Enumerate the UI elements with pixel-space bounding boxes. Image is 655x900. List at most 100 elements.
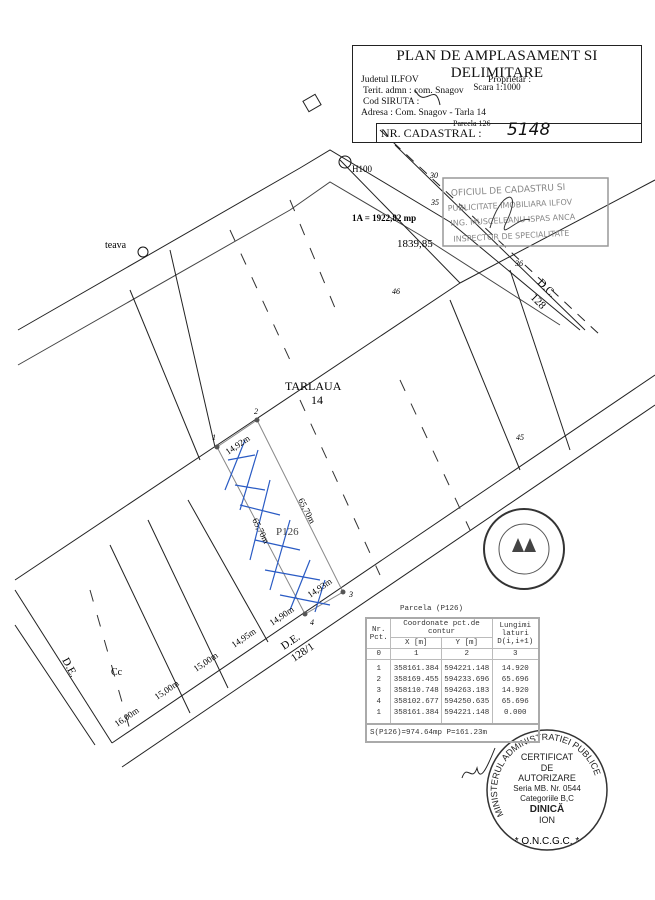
marker-label: 45 (516, 433, 524, 442)
h100-label: H100 (352, 164, 372, 174)
pt: 1 (365, 659, 392, 675)
pipe-icon (137, 246, 149, 258)
y: 594233.696 (440, 675, 493, 686)
cadastral-label: NR. CADASTRAL : (381, 126, 482, 140)
x: 358102.677 (390, 697, 442, 708)
cc-label: Cc (111, 667, 123, 678)
y: 594250.635 (440, 697, 493, 708)
de-road-line-2 (121, 404, 655, 768)
divider (449, 299, 521, 471)
point-label-3: 3 (348, 590, 353, 599)
signature-cadastral (414, 89, 441, 106)
plan-scale: Scara 1:1000 (473, 82, 521, 92)
d: 65.696 (491, 697, 540, 708)
point-marker-3 (340, 589, 346, 595)
divider (187, 499, 269, 643)
x: 358169.455 (390, 675, 442, 686)
point-marker-1 (214, 444, 220, 450)
pt: 4 (365, 697, 392, 708)
dim-width: 14,90m (268, 604, 296, 628)
coordinates-table: Parcela (P126) Nr. Pct. Coordonate pct.d… (365, 605, 540, 743)
stamp-line: PUBLICITATE IMOBILIARA ILFOV (447, 198, 572, 214)
marker-label: 46 (392, 287, 400, 296)
y: 594263.183 (440, 686, 493, 697)
d: 65.696 (491, 675, 540, 686)
col-index: 0 (365, 648, 392, 660)
agency-round-seal (483, 508, 565, 590)
col-index: 3 (491, 648, 540, 660)
county: Judetul ILFOV (361, 75, 419, 85)
siruta-code: Cod SIRUTA : (363, 97, 420, 107)
marker-label: 30 (429, 171, 438, 180)
de-left-line (14, 589, 113, 744)
stamp-line: INSPECTOR DE SPECIALITATE (453, 229, 569, 244)
title-block: PLAN DE AMPLASAMENT SI DELIMITARE Scara … (352, 45, 642, 143)
signature-inspector (489, 196, 531, 231)
divider (109, 544, 191, 714)
header-coords: Coordonate pct.de contur (390, 617, 493, 638)
cert-line: CERTIFICAT (520, 752, 574, 762)
area-label: 1A = 1922,82 mp (352, 213, 416, 223)
certificate-seal (486, 729, 608, 851)
x: 358161.384 (390, 659, 442, 675)
dc-road-line (379, 129, 601, 336)
h100-icon (338, 155, 352, 169)
header-length: Lungimi laturi D(i,i+1) (491, 617, 540, 649)
divider (169, 249, 216, 448)
cert-name: ION (538, 815, 555, 825)
cert-line: Seria MB. Nr. 0544 (513, 783, 581, 793)
pt: 2 (365, 675, 392, 686)
area-perimeter-summary: S(P126)=974.64mp P=161.23m (365, 723, 540, 743)
field-line-mid (459, 179, 655, 284)
tarlaua-label: TARLAUA (285, 379, 342, 393)
x: 358161.384 (390, 708, 442, 724)
dim-width: 16,00m (113, 705, 141, 729)
teava-label: teava (105, 240, 127, 251)
ocpi-stamp-border (442, 177, 609, 247)
territory: Terit. admn : com. Snagov (363, 86, 464, 96)
dim-side-23: 65,70m (296, 496, 317, 525)
pt: 1 (365, 708, 392, 724)
col-index: 1 (390, 648, 442, 660)
dim-width: 14,95m (230, 626, 258, 650)
cadastral-number: 5148 (507, 120, 551, 140)
header-x: X [m] (390, 637, 442, 649)
stamp-line: OFICIUL DE CADASTRU SI (451, 183, 566, 199)
marker-label: 35 (430, 198, 439, 207)
table-caption: Parcela (P126) (400, 605, 464, 613)
divider (509, 269, 571, 451)
cadastral-number-box: NR. CADASTRAL : 5148 (376, 120, 641, 142)
divider (147, 519, 229, 689)
parcel-label: P126 (276, 526, 299, 538)
dash-line (289, 199, 341, 321)
d: 14.920 (491, 659, 540, 675)
y: 594221.148 (440, 659, 493, 675)
header-y: Y [m] (440, 637, 493, 649)
dash-line (399, 379, 471, 531)
point-marker-2 (254, 417, 260, 423)
plan-title: PLAN DE AMPLASAMENT SI DELIMITARE (396, 48, 598, 81)
de-left-line-2 (14, 624, 96, 746)
y: 594221.148 (440, 708, 493, 724)
building-icon (302, 93, 322, 113)
cert-line: Categoriile B,C (520, 794, 574, 803)
address: Adresa : Com. Snagov - Tarla 14 (361, 108, 487, 118)
dash-line (299, 399, 381, 576)
dim-width: 15,00m (153, 678, 181, 702)
divider (339, 159, 461, 284)
dash-line (89, 589, 131, 731)
de-road-line (111, 374, 655, 744)
upper-road-line (17, 149, 581, 331)
area-value: 1839,85 (397, 238, 433, 250)
point-label-4: 4 (310, 618, 314, 627)
dc-road-line-2 (394, 144, 586, 331)
signature-surveyor (461, 747, 496, 779)
agency-round-seal-inner (498, 523, 550, 575)
field-line-upper (14, 282, 461, 581)
tarlaua-number: 14 (311, 393, 323, 407)
